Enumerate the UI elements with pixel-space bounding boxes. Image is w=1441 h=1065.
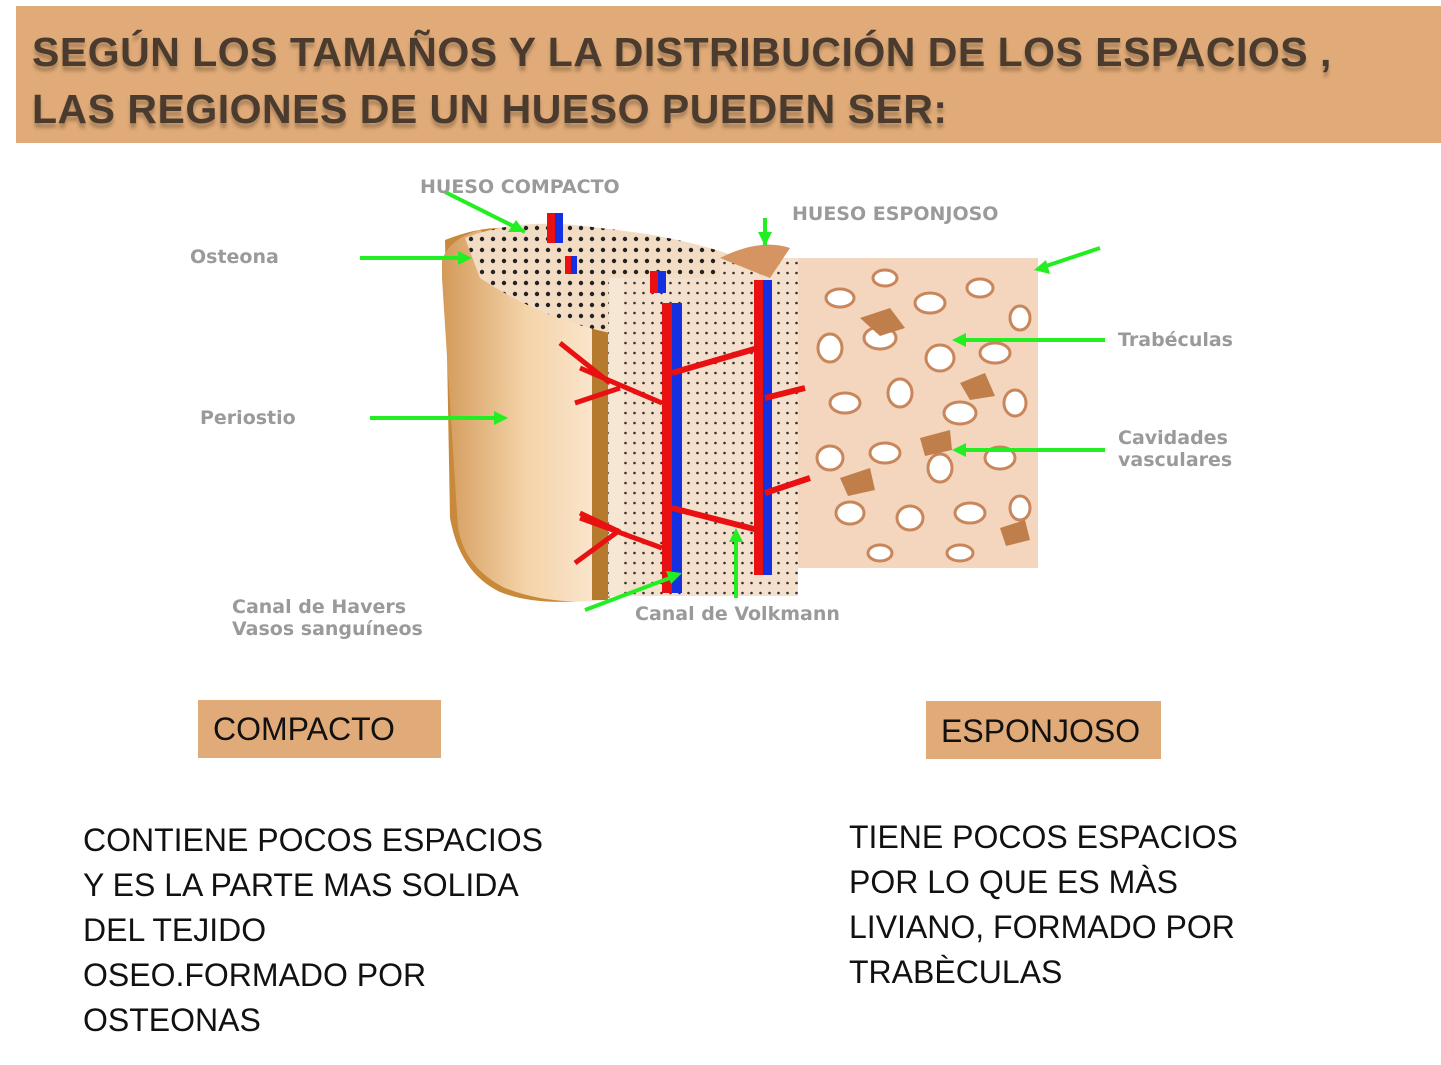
label-cavidades-2: vasculares [1118,449,1232,471]
label-trabeculas: Trabéculas [1118,329,1233,351]
label-volkmann: Canal de Volkmann [635,603,840,625]
blood-vessels [547,213,811,593]
esponjoso-label: ESPONJOSO [941,713,1141,749]
compact-bone-top [465,223,740,333]
compacto-label: COMPACTO [213,711,395,747]
label-havers-2: Vasos sanguíneos [232,618,423,640]
bone-structure-diagram: HUESO COMPACTO HUESO ESPONJOSO Osteona T… [180,168,1320,648]
label-hueso-esponjoso: HUESO ESPONJOSO [792,203,998,225]
periostio-surface [442,230,608,602]
spongy-bone-top [720,244,790,278]
label-periostio: Periostio [200,407,296,429]
volkmann-canal [671,345,811,533]
esponjoso-description: TIENE POCOS ESPACIOS POR LO QUE ES MÀS L… [849,819,1238,990]
artery-haversian [662,303,672,593]
vein-haversian-2 [763,280,772,575]
esponjoso-label-box: ESPONJOSO [926,701,1161,759]
bone-illustration: HUESO COMPACTO HUESO ESPONJOSO Osteona T… [190,176,1233,640]
label-havers-1: Canal de Havers [232,596,406,618]
slide-title: SEGÚN LOS TAMAÑOS Y LA DISTRIBUCIÓN DE L… [32,29,1332,132]
artery-haversian-2 [754,280,763,575]
label-arrows [360,190,1105,612]
title-banner: SEGÚN LOS TAMAÑOS Y LA DISTRIBUCIÓN DE L… [16,6,1441,143]
label-hueso-compacto: HUESO COMPACTO [420,176,620,198]
compacto-description: CONTIENE POCOS ESPACIOS Y ES LA PARTE MA… [83,822,543,1038]
vein-haversian [672,303,682,593]
label-osteona: Osteona [190,246,279,268]
compacto-label-box: COMPACTO [198,700,441,758]
label-cavidades-1: Cavidades [1118,427,1228,449]
